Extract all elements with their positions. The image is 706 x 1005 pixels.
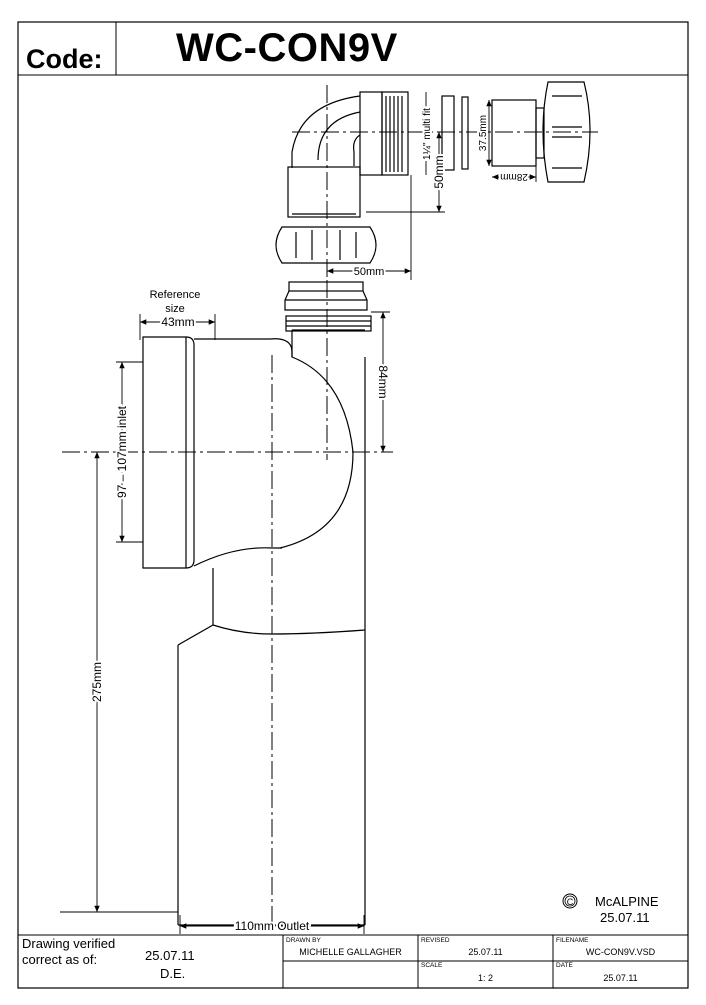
revised-value: 25.07.11 bbox=[468, 947, 503, 957]
dim-275mm: 275mm bbox=[90, 662, 104, 702]
dimension-lines bbox=[60, 92, 537, 934]
dim-multi-fit: 1¼" multi fit bbox=[421, 108, 433, 160]
code-label: Code: bbox=[26, 44, 103, 74]
dim-50mm-horizontal: 50mm bbox=[354, 266, 385, 278]
copyright-company: McALPINE bbox=[595, 894, 659, 909]
compression-nut bbox=[275, 226, 377, 264]
copyright-mark: C McALPINE 25.07.11 bbox=[562, 893, 659, 925]
drawn-by-label: DRAWN BY bbox=[286, 937, 321, 944]
copyright-symbol: C bbox=[567, 897, 574, 907]
revised-label: REVISED bbox=[421, 937, 450, 944]
drawn-by-value: MICHELLE GALLAGHER bbox=[299, 947, 402, 957]
dim-50mm-vertical: 50mm bbox=[432, 155, 446, 188]
verified-label: Drawing verified correct as of: bbox=[22, 936, 116, 967]
elbow bbox=[287, 91, 409, 218]
pan-connector-body bbox=[142, 315, 372, 926]
scale-label: SCALE bbox=[421, 962, 443, 969]
dim-inlet: 97 – 107mm inlet bbox=[115, 405, 129, 498]
scale-value: 1: 2 bbox=[477, 973, 493, 983]
dim-84mm: 84mm bbox=[376, 365, 390, 398]
centre-lines bbox=[62, 85, 598, 930]
ref-size-line1: Reference bbox=[150, 289, 201, 301]
date-value: 25.07.11 bbox=[603, 973, 638, 983]
multi-fit-adaptor bbox=[441, 81, 591, 183]
verified-initials: D.E. bbox=[160, 966, 186, 981]
copyright-date: 25.07.11 bbox=[600, 910, 650, 925]
ref-size-line2: size bbox=[165, 303, 185, 315]
product-code: WC-CON9V bbox=[176, 26, 398, 70]
dim-43mm: 43mm bbox=[161, 315, 194, 329]
dim-110mm-outlet: 110mm Outlet bbox=[235, 919, 310, 933]
dim-28mm: 28mm bbox=[500, 171, 528, 182]
reducer-ring bbox=[284, 281, 368, 311]
verified-date: 25.07.11 bbox=[145, 948, 195, 963]
frame bbox=[17, 21, 689, 989]
date-label: DATE bbox=[556, 962, 573, 969]
filename-label: FILENAME bbox=[556, 937, 589, 944]
dim-37-5mm: 37.5mm bbox=[478, 115, 489, 151]
filename-value: WC-CON9V.VSD bbox=[585, 947, 656, 957]
